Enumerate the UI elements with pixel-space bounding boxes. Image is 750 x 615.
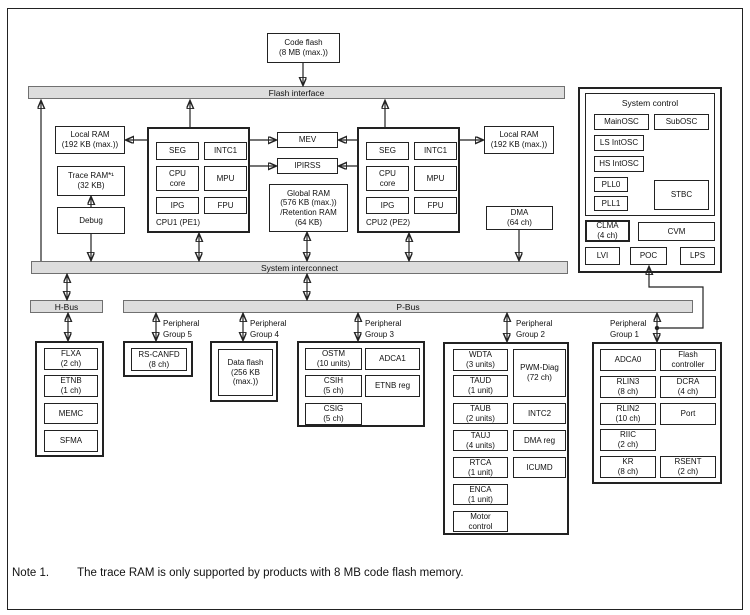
cpu1-mpu-box: MPU [204, 166, 247, 191]
wdta-box: WDTA (3 units) [453, 349, 508, 371]
group3-box: OSTM (10 units) ADCA1 CSIH (5 ch) ETNB r… [297, 341, 425, 427]
lps-box: LPS [680, 247, 715, 265]
stbc-box: STBC [654, 180, 709, 210]
dma-box: DMA (64 ch) [486, 206, 553, 230]
flash-controller-box: Flash controller [660, 349, 716, 371]
pll1-box: PLL1 [594, 196, 628, 211]
flash-interface-bus: Flash interface [28, 86, 565, 99]
group5-label: Peripheral Group 5 [163, 319, 200, 339]
group1-label: Peripheral Group 1 [610, 319, 647, 339]
ostm-box: OSTM (10 units) [305, 348, 362, 370]
system-control-box: System control MainOSC SubOSC LS IntOSC … [578, 87, 722, 273]
group5-box: RS-CANFD (8 ch) [123, 341, 193, 377]
rlin3-box: RLIN3 (8 ch) [600, 376, 656, 398]
ls-intosc-box: LS IntOSC [594, 135, 644, 151]
p-bus: P-Bus [123, 300, 693, 313]
flxa-box: FLXA (2 ch) [44, 348, 98, 370]
intc2-box: INTC2 [513, 403, 566, 424]
rsent-box: RSENT (2 ch) [660, 456, 716, 478]
cpu1-fpu-box: FPU [204, 197, 247, 214]
icumd-box: ICUMD [513, 457, 566, 478]
hs-intosc-box: HS IntOSC [594, 156, 644, 172]
global-ram-box: Global RAM (576 KB (max.)) /Retention RA… [269, 184, 348, 232]
taud-box: TAUD (1 unit) [453, 375, 508, 397]
group2-label: Peripheral Group 2 [516, 319, 553, 339]
ipirss-box: IPIRSS [277, 158, 338, 174]
adca0-box: ADCA0 [600, 349, 656, 371]
code-flash-box: Code flash (8 MB (max.)) [267, 33, 340, 63]
cpu2-title: CPU2 (PE2) [366, 218, 411, 228]
system-control-title: System control [621, 98, 679, 108]
cpu1-box: SEG INTC1 CPU core MPU IPG FPU CPU1 (PE1… [147, 127, 250, 233]
port-box: Port [660, 403, 716, 425]
cpu2-mpu-box: MPU [414, 166, 457, 191]
cpu1-core-box: CPU core [156, 166, 199, 191]
footnote-text: The trace RAM is only supported by produ… [77, 567, 464, 579]
kr-box: KR (8 ch) [600, 456, 656, 478]
rs-canfd-box: RS-CANFD (8 ch) [131, 348, 187, 371]
memc-box: MEMC [44, 403, 98, 424]
pll0-box: PLL0 [594, 177, 628, 192]
mainosc-box: MainOSC [594, 114, 649, 130]
mev-box: MEV [277, 132, 338, 148]
riic-box: RIIC (2 ch) [600, 429, 656, 451]
motor-control-box: Motor control [453, 511, 508, 532]
subosc-box: SubOSC [654, 114, 709, 130]
data-flash-box: Data flash (256 KB (max.)) [218, 349, 273, 396]
dcra-box: DCRA (4 ch) [660, 376, 716, 398]
cpu1-ipg-box: IPG [156, 197, 199, 214]
local-ram-left-box: Local RAM (192 KB (max.)) [55, 126, 125, 154]
lvi-box: LVI [585, 247, 620, 265]
tauj-box: TAUJ (4 units) [453, 430, 508, 451]
adca1-box: ADCA1 [365, 348, 420, 370]
cpu2-box: SEG INTC1 CPU core MPU IPG FPU CPU2 (PE2… [357, 127, 460, 233]
cpu2-core-box: CPU core [366, 166, 409, 191]
local-ram-right-box: Local RAM (192 KB (max.)) [484, 126, 554, 154]
dma-reg-box: DMA reg [513, 430, 566, 451]
cpu1-title: CPU1 (PE1) [156, 218, 201, 228]
csih-box: CSIH (5 ch) [305, 375, 362, 397]
clma-box: CLMA (4 ch) [585, 220, 630, 242]
cpu2-ipg-box: IPG [366, 197, 409, 214]
sfma-box: SFMA [44, 430, 98, 452]
system-control-inner-box: System control MainOSC SubOSC LS IntOSC … [585, 93, 715, 216]
cvm-box: CVM [638, 222, 715, 241]
system-interconnect-bus: System interconnect [31, 261, 568, 274]
group4-box: Data flash (256 KB (max.)) [210, 341, 278, 402]
enca-box: ENCA (1 unit) [453, 484, 508, 505]
footnote-prefix: Note 1. [12, 567, 50, 579]
footnote: Note 1. The trace RAM is only supported b… [12, 567, 464, 579]
cpu1-intc1-box: INTC1 [204, 142, 247, 160]
taub-box: TAUB (2 units) [453, 403, 508, 424]
cpu2-fpu-box: FPU [414, 197, 457, 214]
cpu1-seg-box: SEG [156, 142, 199, 160]
group2-box: WDTA (3 units) TAUD (1 unit) TAUB (2 uni… [443, 342, 569, 535]
debug-box: Debug [57, 207, 125, 234]
hbus-group-box: FLXA (2 ch) ETNB (1 ch) MEMC SFMA [35, 341, 104, 457]
cpu2-intc1-box: INTC1 [414, 142, 457, 160]
h-bus: H-Bus [30, 300, 103, 313]
rtca-box: RTCA (1 unit) [453, 457, 508, 478]
trace-ram-box: Trace RAM*¹ (32 KB) [57, 166, 125, 196]
group1-box: ADCA0 RLIN3 (8 ch) RLIN2 (10 ch) RIIC (2… [592, 342, 722, 484]
pwm-diag-box: PWM-Diag (72 ch) [513, 349, 566, 397]
group3-label: Peripheral Group 3 [365, 319, 402, 339]
cpu2-seg-box: SEG [366, 142, 409, 160]
csig-box: CSIG (5 ch) [305, 403, 362, 425]
poc-box: POC [630, 247, 667, 265]
rlin2-box: RLIN2 (10 ch) [600, 403, 656, 425]
group4-label: Peripheral Group 4 [250, 319, 287, 339]
etnb-reg-box: ETNB reg [365, 375, 420, 397]
etnb-box: ETNB (1 ch) [44, 375, 98, 397]
diagram-border [7, 8, 743, 610]
